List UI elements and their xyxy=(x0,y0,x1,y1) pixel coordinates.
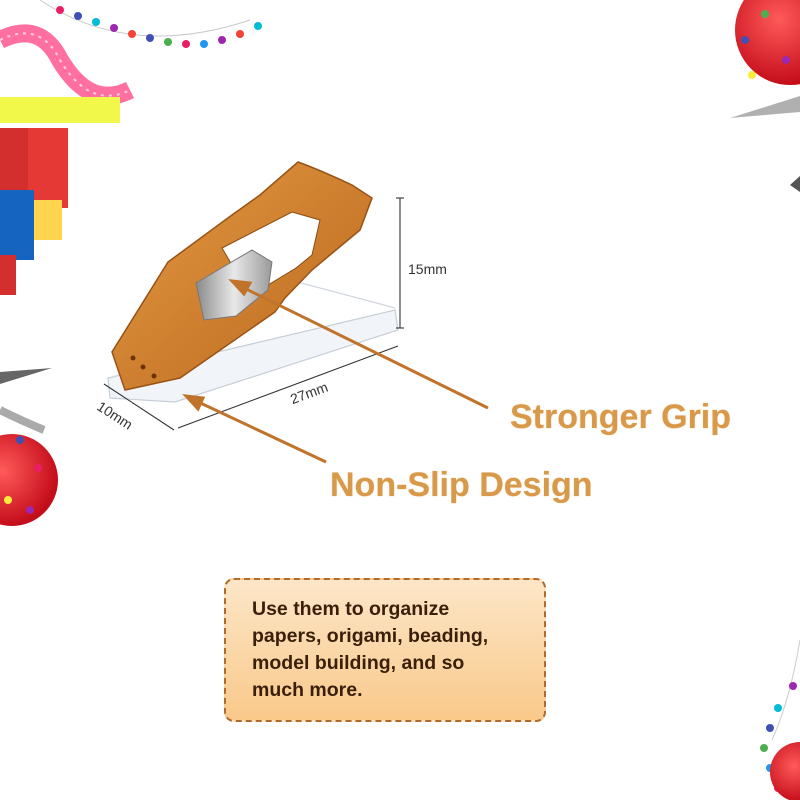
clip-illustration xyxy=(107,161,399,403)
feature-pointers xyxy=(182,279,489,464)
info-line: much more. xyxy=(252,679,363,701)
info-line: papers, origami, beading, xyxy=(252,625,489,647)
non-slip-design-label: Non-Slip Design xyxy=(330,466,593,504)
info-box-text: Use them to organize papers, origami, be… xyxy=(252,596,524,704)
scissors-icon xyxy=(790,176,800,192)
pincushion-icon xyxy=(730,0,800,118)
info-line: Use them to organize xyxy=(252,598,450,620)
pin-beads-icon xyxy=(760,639,800,802)
dimension-lines xyxy=(103,197,404,431)
measuring-tape-icon xyxy=(0,24,135,123)
info-line: model building, and so xyxy=(252,652,465,674)
pin-beads-icon xyxy=(39,0,262,48)
stronger-grip-label: Stronger Grip xyxy=(510,398,732,436)
pincushion-icon xyxy=(0,434,58,526)
info-box: Use them to organize papers, origami, be… xyxy=(224,578,546,722)
scissors-icon xyxy=(0,368,52,434)
height-dimension-label: 15mm xyxy=(408,261,447,277)
thread-spools-icon xyxy=(0,128,68,295)
